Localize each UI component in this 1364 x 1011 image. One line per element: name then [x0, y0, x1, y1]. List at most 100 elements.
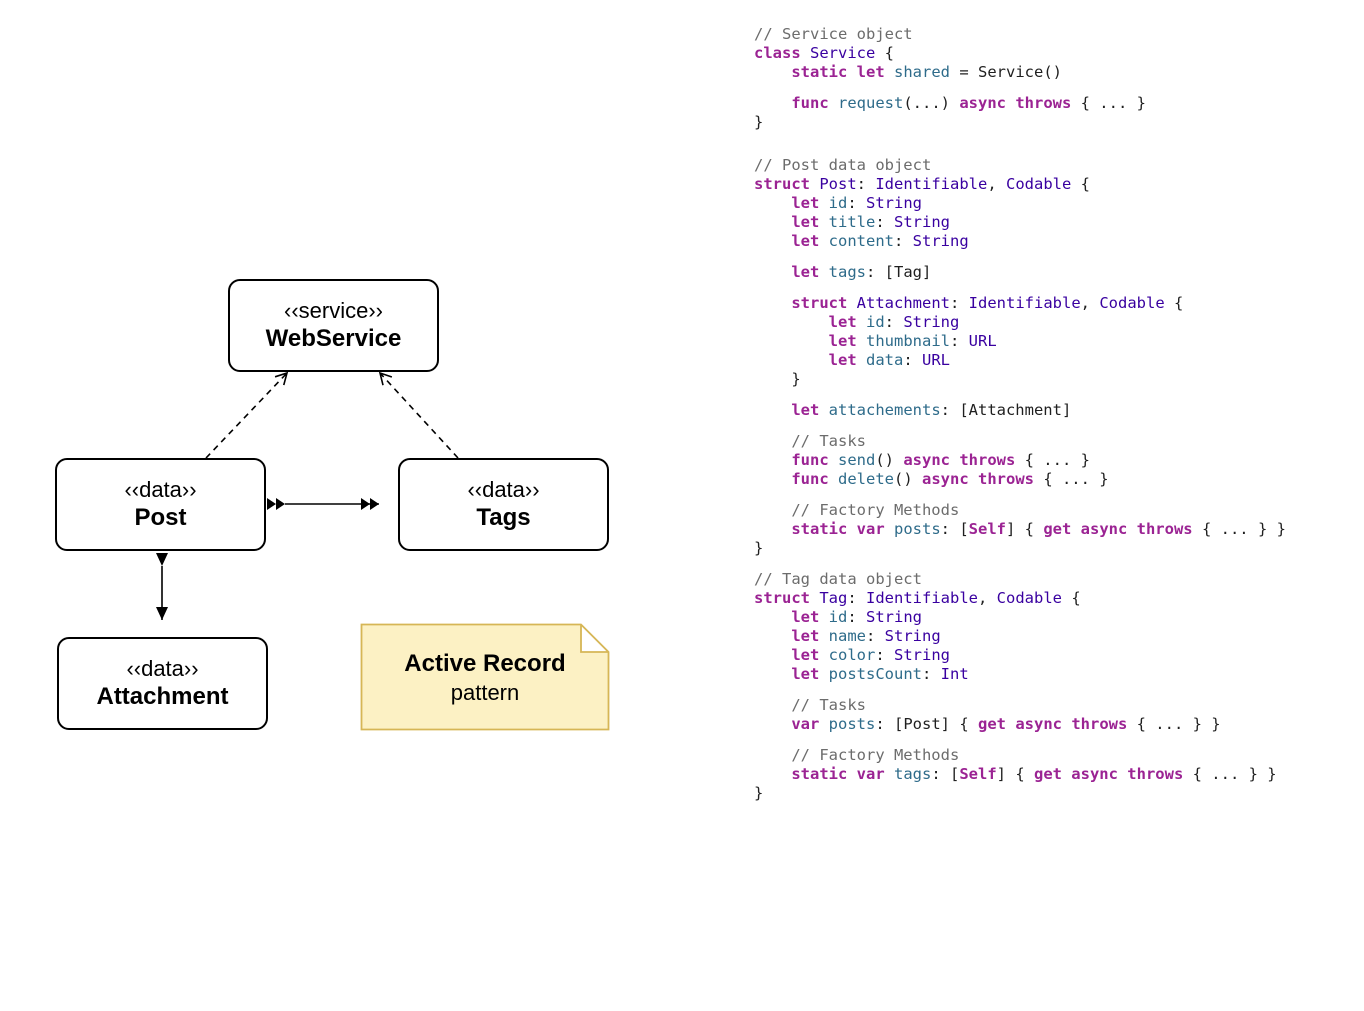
code-token-plain — [819, 608, 828, 626]
code-token-keyword: func — [791, 94, 829, 112]
code-token-ident: tags — [828, 263, 866, 281]
code-token-plain: : — [894, 232, 913, 250]
code-token-plain — [754, 646, 791, 664]
code-line — [754, 82, 1286, 94]
code-token-plain: { ... } — [1071, 94, 1146, 112]
code-line: let name: String — [754, 627, 1286, 646]
code-token-plain: : [Post] { — [875, 715, 978, 733]
code-token-plain — [754, 332, 829, 350]
code-token-plain — [810, 589, 819, 607]
code-line: let postsCount: Int — [754, 665, 1286, 684]
code-line: let title: String — [754, 213, 1286, 232]
dependency-tags-to-webservice — [378, 371, 459, 459]
code-token-plain: , — [978, 589, 997, 607]
code-token-type: Post — [819, 175, 857, 193]
code-token-type: Identifiable — [875, 175, 988, 193]
attachment-box: ‹‹data›› Attachment — [57, 637, 268, 730]
code-token-plain: , — [987, 175, 1006, 193]
code-token-keyword: let — [791, 194, 820, 212]
code-token-keyword: get async throws — [1033, 765, 1184, 783]
code-line: } — [754, 784, 1286, 803]
code-line — [754, 684, 1286, 696]
code-token-plain — [819, 263, 828, 281]
code-line: } — [754, 113, 1286, 132]
code-token-plain — [754, 520, 791, 538]
code-line: class Service { — [754, 44, 1286, 63]
code-token-ident: posts — [828, 715, 876, 733]
code-token-plain — [754, 63, 791, 81]
code-token-plain — [819, 401, 828, 419]
code-token-comment: // Factory Methods — [791, 501, 960, 519]
code-line: // Tag data object — [754, 570, 1286, 589]
code-token-ident: data — [866, 351, 904, 369]
code-token-keyword: static let — [791, 63, 885, 81]
code-token-plain — [754, 501, 791, 519]
code-token-type: Identifiable — [866, 589, 978, 607]
code-token-plain — [829, 94, 838, 112]
code-token-plain: () — [875, 451, 904, 469]
code-token-plain: = Service() — [950, 63, 1062, 81]
code-token-ident: id — [866, 313, 885, 331]
code-token-keyword: let — [791, 263, 820, 281]
code-token-plain: : — [847, 194, 867, 212]
code-token-ident: posts — [894, 520, 941, 538]
code-line: func request(...) async throws { ... } — [754, 94, 1286, 113]
code-token-keyword: struct — [754, 589, 810, 607]
tags-box: ‹‹data›› Tags — [398, 458, 609, 551]
code-token-plain — [819, 213, 828, 231]
code-token-type: Codable — [1006, 175, 1072, 193]
code-token-plain: , — [1080, 294, 1100, 312]
code-token-ident: content — [828, 232, 894, 250]
code-token-type: String — [894, 213, 951, 231]
code-token-plain — [819, 232, 828, 250]
code-token-plain — [754, 313, 829, 331]
code-line — [754, 132, 1286, 144]
code-token-plain: : — [866, 627, 885, 645]
code-token-comment: // Post data object — [754, 156, 932, 174]
code-token-plain — [819, 627, 828, 645]
code-token-plain — [819, 194, 828, 212]
code-line: var posts: [Post] { get async throws { .… — [754, 715, 1286, 734]
code-token-plain — [810, 175, 819, 193]
code-line — [754, 558, 1286, 570]
code-token-plain — [819, 715, 828, 733]
code-token-keyword: get async throws — [978, 715, 1128, 733]
code-token-plain: : [ — [931, 765, 960, 783]
code-line: // Service object — [754, 25, 1286, 44]
code-line: // Factory Methods — [754, 501, 1286, 520]
code-token-plain — [857, 313, 866, 331]
code-line: func delete() async throws { ... } — [754, 470, 1286, 489]
code-line: static var posts: [Self] { get async thr… — [754, 520, 1286, 539]
code-token-plain: ] { — [1006, 520, 1044, 538]
code-token-plain — [829, 470, 838, 488]
post-name: Post — [134, 503, 187, 531]
code-line: let data: URL — [754, 351, 1286, 370]
code-token-type: String — [912, 232, 969, 250]
code-token-keyword: let — [791, 213, 820, 231]
code-token-plain: { ... } } — [1183, 765, 1277, 783]
code-token-plain — [754, 194, 791, 212]
post-stereotype: ‹‹data›› — [124, 476, 197, 502]
code-token-plain: : [ — [940, 520, 969, 538]
code-token-keyword: struct — [791, 294, 848, 312]
code-token-plain — [754, 627, 791, 645]
code-token-plain: { — [1164, 294, 1184, 312]
code-line: let thumbnail: URL — [754, 332, 1286, 351]
code-token-plain: : [Attachment] — [940, 401, 1072, 419]
code-line: // Factory Methods — [754, 746, 1286, 765]
code-token-ident: id — [828, 608, 848, 626]
code-line: let id: String — [754, 194, 1286, 213]
code-token-ident: color — [828, 646, 876, 664]
code-line: } — [754, 370, 1286, 389]
code-token-ident: name — [828, 627, 866, 645]
code-token-keyword: async throws — [959, 94, 1072, 112]
uml-diagram — [156, 371, 459, 620]
code-token-type: Service — [810, 44, 876, 62]
code-line: // Post data object — [754, 156, 1286, 175]
code-token-type: URL — [968, 332, 997, 350]
code-line: struct Attachment: Identifiable, Codable… — [754, 294, 1286, 313]
code-token-plain — [754, 351, 829, 369]
code-token-type: String — [866, 194, 923, 212]
code-token-keyword: let — [791, 627, 820, 645]
code-token-plain: { ... } — [1033, 470, 1109, 488]
